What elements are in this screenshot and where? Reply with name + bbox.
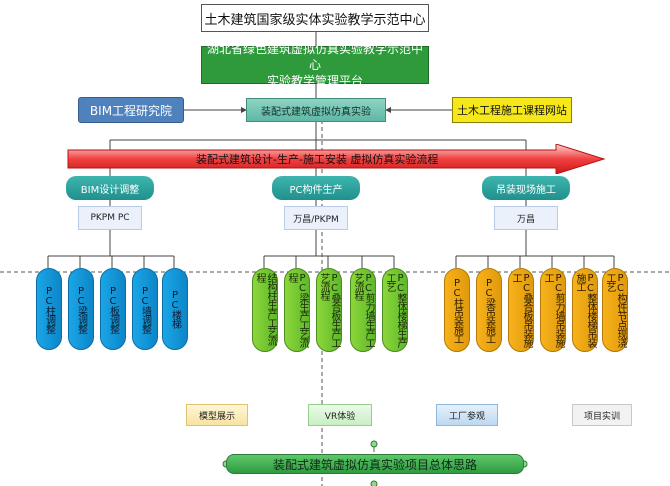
assembly-experiment-label: 装配式建筑虚拟仿真实验 xyxy=(261,106,371,118)
software-bim: PKPM PC xyxy=(78,206,142,230)
pill-pc-slab-adjust: PC板调整 xyxy=(100,268,126,350)
course-website-box: 土木工程施工课程网站 xyxy=(452,97,572,123)
pill-node-casting: PC构件节点现浇工艺 xyxy=(602,268,628,352)
pill-shearwall-production: PC剪力墙生产工艺流程 xyxy=(350,268,376,352)
summary-box: 装配式建筑虚拟仿真实验项目总体思路 xyxy=(226,454,524,474)
stage-hoisting-label: 吊装现场施工 xyxy=(496,184,556,196)
pill-column-hoisting: PC柱吊装施工 xyxy=(444,268,470,352)
pill-stair-production: PC整体楼梯生产工艺 xyxy=(382,268,408,352)
pill-column-production: 结构柱生产工艺流程 xyxy=(252,268,278,352)
pill-pc-beam-adjust: PC梁调整 xyxy=(68,268,94,350)
software-hoisting: 万昌 xyxy=(494,206,558,230)
tag-factory-visit: 工厂参观 xyxy=(436,404,498,426)
pill-pc-wall-adjust: PC墙调整 xyxy=(132,268,158,350)
flow-arrow-label: 装配式建筑设计-生产-施工安装 虚拟仿真实验流程 xyxy=(196,153,439,166)
bim-institute-box: BIM工程研究院 xyxy=(78,97,184,123)
header-title-box: 土木建筑国家级实体实验教学示范中心 xyxy=(201,4,429,32)
software-production-label: 万昌/PKPM xyxy=(293,214,339,225)
pill-beam-production: PC梁生产工艺流程 xyxy=(284,268,310,352)
software-production: 万昌/PKPM xyxy=(284,206,348,230)
header-title: 土木建筑国家级实体实验教学示范中心 xyxy=(204,12,426,28)
stage-bim-design-label: BIM设计调整 xyxy=(80,184,140,196)
pill-slab-hoisting: PC叠合板吊装施工 xyxy=(508,268,534,352)
stage-hoisting: 吊装现场施工 xyxy=(482,176,570,200)
summary-label: 装配式建筑虚拟仿真实验项目总体思路 xyxy=(272,457,477,472)
software-hoisting-label: 万昌 xyxy=(516,214,535,225)
course-website-label: 土木工程施工课程网站 xyxy=(457,104,567,117)
stage-pc-production: PC构件生产 xyxy=(272,176,360,200)
stage-bim-design: BIM设计调整 xyxy=(66,176,154,200)
software-bim-label: PKPM PC xyxy=(90,213,130,223)
pill-shearwall-hoisting: PC剪力墙吊装施工 xyxy=(540,268,566,352)
bim-institute-label: BIM工程研究院 xyxy=(89,103,173,118)
tag-project-training-label: 项目实训 xyxy=(583,411,620,422)
flow-arrow xyxy=(67,144,606,174)
pill-pc-stair: PC楼梯 xyxy=(162,268,188,350)
platform-line2: 实验教学管理平台 xyxy=(266,74,363,88)
pill-slab-production: PC叠合板生产工艺流程 xyxy=(316,268,342,352)
tag-model-display-label: 模型展示 xyxy=(198,411,235,422)
tag-factory-visit-label: 工厂参观 xyxy=(448,411,485,422)
tag-model-display: 模型展示 xyxy=(186,404,248,426)
platform-box: 湖北省绿色建筑虚拟仿真实验教学示范中心 实验教学管理平台 xyxy=(201,42,429,88)
pill-beam-hoisting: PC梁吊装施工 xyxy=(476,268,502,352)
tag-vr-experience-label: VR体验 xyxy=(324,411,356,422)
platform-line1: 湖北省绿色建筑虚拟仿真实验教学示范中心 xyxy=(206,42,423,72)
stage-pc-production-label: PC构件生产 xyxy=(289,184,343,196)
tag-project-training: 项目实训 xyxy=(572,404,632,426)
pill-stair-hoisting: PC整体楼梯吊装施工 xyxy=(572,268,598,352)
assembly-experiment-box: 装配式建筑虚拟仿真实验 xyxy=(246,98,386,122)
pill-pc-column-adjust: PC柱调整 xyxy=(36,268,62,350)
tag-vr-experience: VR体验 xyxy=(308,404,372,426)
